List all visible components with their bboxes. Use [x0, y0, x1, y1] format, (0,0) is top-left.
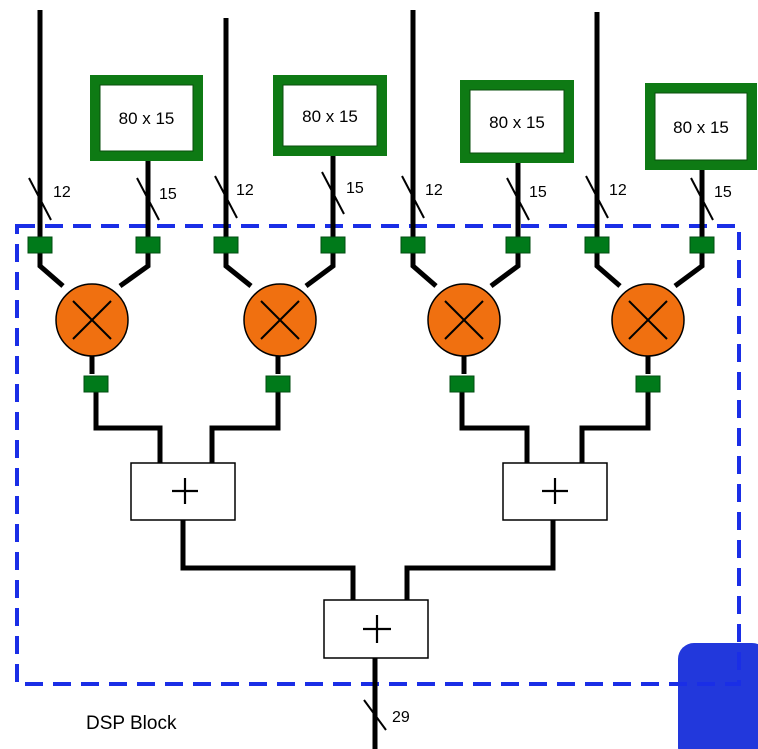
svg-text:12: 12	[425, 182, 443, 199]
input-register	[689, 236, 715, 254]
dsp-block-border	[15, 224, 741, 686]
memory-block-4: 80 x 15	[645, 83, 757, 170]
wire-reg-to-mult	[304, 250, 336, 289]
wire-reg-to-mult	[489, 250, 521, 289]
multiply-x-icon	[444, 300, 484, 340]
svg-text:15: 15	[714, 184, 732, 201]
wire-reg-to-adder	[459, 392, 530, 463]
memory-block-3: 80 x 15	[460, 80, 574, 163]
input-register	[320, 236, 346, 254]
svg-text:12: 12	[236, 182, 254, 199]
corner-tab	[678, 643, 758, 749]
wire-reg-to-mult	[673, 250, 705, 289]
wire-reg-to-mult	[594, 250, 622, 288]
bus-width-marker-b1: 15	[136, 177, 177, 221]
memory-label: 80 x 15	[119, 109, 175, 128]
svg-text:15: 15	[346, 180, 364, 197]
svg-text:15: 15	[159, 186, 177, 203]
wire-reg-to-adder	[579, 392, 651, 463]
memory-label: 80 x 15	[302, 107, 358, 126]
svg-text:12: 12	[53, 184, 71, 201]
plus-icon	[172, 478, 198, 504]
wire-reg-to-mult	[37, 250, 65, 288]
pipeline-register	[635, 375, 661, 393]
svg-text:15: 15	[529, 184, 547, 201]
bus-width-marker-b4: 15	[690, 177, 732, 221]
multiplier-1	[55, 283, 129, 357]
input-register	[213, 236, 239, 254]
wire-adder-to-adder	[404, 520, 556, 600]
memory-label: 80 x 15	[673, 118, 729, 137]
memory-block-1: 80 x 15	[90, 75, 203, 161]
dsp-block-label: DSP Block	[86, 713, 177, 734]
plus-icon	[363, 615, 391, 643]
wire-reg-to-mult	[410, 250, 438, 288]
bus-width-marker-output: 29	[363, 699, 410, 731]
wire-reg-to-mult	[223, 250, 253, 288]
wire-reg-to-mult	[118, 250, 151, 289]
adder-final	[323, 599, 429, 659]
multiply-x-icon	[72, 300, 112, 340]
input-register	[27, 236, 53, 254]
wire-adder-to-adder	[180, 520, 356, 600]
bus-width-marker-a4: 12	[585, 175, 627, 219]
bus-width-marker-b2: 15	[321, 171, 364, 215]
multiply-x-icon	[628, 300, 668, 340]
input-register	[505, 236, 531, 254]
input-register	[135, 236, 161, 254]
multiplier-4	[611, 283, 685, 357]
bus-width-marker-a1: 12	[28, 177, 71, 221]
adder-right	[502, 462, 608, 521]
multiplier-2	[243, 283, 317, 357]
multiplier-3	[427, 283, 501, 357]
memory-block-2: 80 x 15	[273, 75, 387, 156]
plus-icon	[542, 478, 568, 504]
pipeline-register	[449, 375, 475, 393]
input-register	[400, 236, 426, 254]
adder-left	[130, 462, 236, 521]
wire-reg-to-adder	[209, 392, 281, 463]
multiply-x-icon	[260, 300, 300, 340]
svg-text:12: 12	[609, 182, 627, 199]
svg-text:29: 29	[392, 709, 410, 726]
bus-width-marker-a2: 12	[214, 175, 254, 219]
bus-width-marker-a3: 12	[401, 175, 443, 219]
wire-reg-to-adder	[93, 392, 163, 463]
memory-label: 80 x 15	[489, 113, 545, 132]
bus-width-marker-b3: 15	[506, 177, 547, 221]
input-register	[584, 236, 610, 254]
pipeline-register	[265, 375, 291, 393]
pipeline-register	[83, 375, 109, 393]
